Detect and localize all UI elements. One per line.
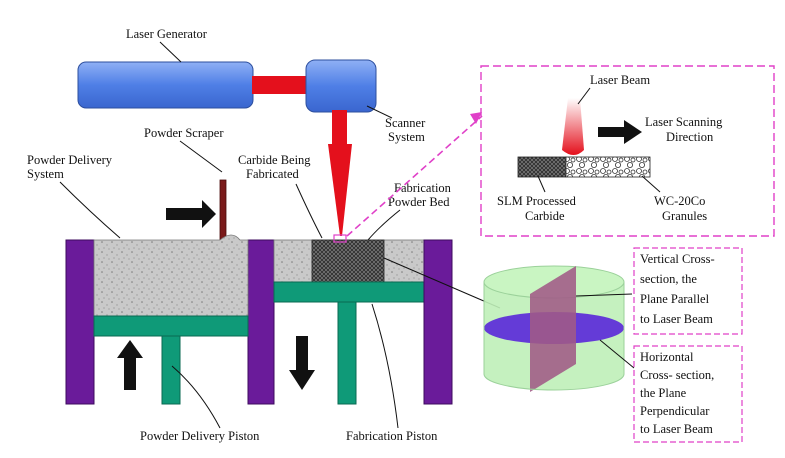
inset-frame <box>480 65 775 237</box>
laser-beam-cone <box>328 144 352 236</box>
inset-beam <box>562 98 584 155</box>
delivery-piston-rod <box>161 335 181 405</box>
powder-delivery-system-label-2: System <box>27 167 64 181</box>
horizontal-section-line-5: to Laser Beam <box>640 422 713 436</box>
horizontal-section-line-4: Perpendicular <box>640 404 710 418</box>
powder-scraper <box>219 179 227 241</box>
delivery-piston-plate <box>93 315 249 337</box>
horizontal-section-line-3: the Plane <box>640 386 687 400</box>
wc-label-1: WC-20Co <box>654 194 705 208</box>
inset-connector-arrowhead <box>470 112 482 124</box>
scanner-label-1: Scanner <box>385 116 426 130</box>
cross-section-cylinder <box>483 265 625 392</box>
fabrication-piston-plate <box>273 281 425 303</box>
vertical-plane <box>530 266 576 392</box>
vertical-section-frame <box>633 247 743 335</box>
powder-delivery-piston-label: Powder Delivery Piston <box>140 429 260 443</box>
wc-granules-strip <box>565 156 651 178</box>
laser-spot-marker <box>333 234 347 243</box>
scanner-label-2: System <box>388 130 425 144</box>
carbide-block <box>311 239 385 283</box>
horizontal-section-line-2: Cross- section, <box>640 368 714 382</box>
inset-connector <box>346 115 483 237</box>
laser-generator-label: Laser Generator <box>126 27 208 41</box>
scanner-system <box>305 59 377 113</box>
scraper-push-arrow <box>166 200 216 228</box>
scan-direction-label-2: Direction <box>666 130 714 144</box>
fabrication-down-arrow <box>289 336 315 390</box>
slm-label-1: SLM Processed <box>497 194 577 208</box>
vertical-section-line-1: Vertical Cross- <box>640 252 715 266</box>
scan-direction-arrow <box>598 120 642 144</box>
vertical-section-line-4: to Laser Beam <box>640 312 713 326</box>
delivery-up-arrow <box>117 340 143 390</box>
powder-delivery-system-label-1: Powder Delivery <box>27 153 113 167</box>
vertical-section-line-3: Plane Parallel <box>640 292 710 306</box>
vertical-section-line-2: section, the <box>640 272 697 286</box>
scan-direction-label-1: Laser Scanning <box>645 115 723 129</box>
slm-carbide-strip <box>517 156 567 178</box>
fabrication-right-wall <box>423 239 453 405</box>
delivery-left-wall <box>65 239 95 405</box>
horizontal-section-line-1: Horizontal <box>640 350 694 364</box>
carbide-label-2: Fabricated <box>246 167 300 181</box>
horizontal-section-frame <box>633 345 743 443</box>
cylinder-connector <box>383 257 501 309</box>
laser-connector <box>252 76 308 94</box>
powder-scraper-label: Powder Scraper <box>144 126 224 140</box>
delivery-powder <box>93 234 249 317</box>
delivery-right-wall <box>247 239 275 405</box>
slm-label-2: Carbide <box>525 209 565 223</box>
fabrication-bed-label-2: Powder Bed <box>388 195 450 209</box>
carbide-label-1: Carbide Being <box>238 153 311 167</box>
wc-label-2: Granules <box>662 209 707 223</box>
fabrication-bed-label-1: Fabrication <box>394 181 452 195</box>
fabrication-piston-label: Fabrication Piston <box>346 429 438 443</box>
laser-beam-vertical <box>332 110 347 144</box>
fabrication-piston-rod <box>337 301 357 405</box>
laser-generator <box>77 61 254 109</box>
inset-laser-beam-label: Laser Beam <box>590 73 650 87</box>
